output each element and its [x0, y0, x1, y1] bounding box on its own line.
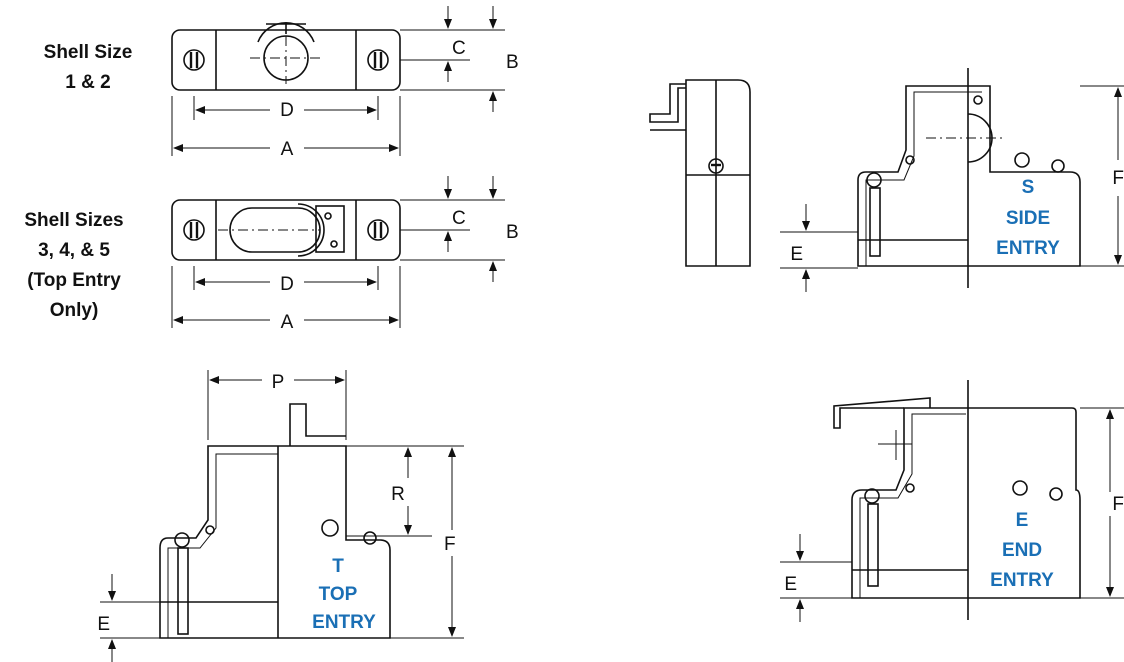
- svg-text:S: S: [1022, 177, 1035, 198]
- svg-text:D: D: [280, 274, 294, 295]
- end-entry-label: E END ENTRY: [990, 510, 1054, 591]
- svg-text:Shell Sizes: Shell Sizes: [24, 210, 123, 231]
- dimension-c-bottom: C: [444, 176, 466, 252]
- dimension-c-top: C: [444, 6, 466, 82]
- side-entry-label: S SIDE ENTRY: [996, 177, 1060, 259]
- svg-text:E: E: [784, 574, 797, 595]
- side-entry-view: [857, 68, 1124, 288]
- dimension-d-top: D: [193, 96, 379, 121]
- svg-text:SIDE: SIDE: [1006, 208, 1050, 229]
- svg-text:Only): Only): [50, 300, 99, 321]
- svg-text:ENTRY: ENTRY: [996, 238, 1060, 259]
- dimension-b-top: B: [489, 6, 519, 112]
- svg-text:A: A: [281, 312, 294, 333]
- side-elevation-view: [649, 79, 751, 267]
- svg-text:P: P: [272, 372, 285, 393]
- dimension-a-bottom: A: [171, 266, 401, 333]
- svg-text:(Top Entry: (Top Entry: [27, 270, 121, 291]
- svg-text:C: C: [452, 38, 466, 59]
- svg-text:E: E: [790, 244, 803, 265]
- dimension-f-side: F: [1112, 87, 1124, 265]
- svg-text:END: END: [1002, 540, 1042, 561]
- svg-text:C: C: [452, 208, 466, 229]
- svg-text:F: F: [1112, 494, 1124, 515]
- dimension-e-side: E: [780, 204, 858, 292]
- dimension-e-top: E: [97, 574, 160, 662]
- top-view-shell-1-2: [171, 21, 505, 91]
- svg-text:B: B: [506, 222, 519, 243]
- top-entry-label: T TOP ENTRY: [312, 556, 376, 633]
- svg-text:E: E: [97, 614, 110, 635]
- dimension-f-top: F: [444, 447, 456, 637]
- top-view-shell-3-4-5: [171, 199, 505, 261]
- shell-size-1-2-label: Shell Size 1 & 2: [44, 42, 133, 93]
- end-entry-view: [833, 380, 1124, 620]
- svg-text:TOP: TOP: [319, 584, 358, 605]
- svg-text:R: R: [391, 484, 405, 505]
- svg-text:1 & 2: 1 & 2: [65, 72, 110, 93]
- dimension-e-end: E: [780, 534, 852, 622]
- top-entry-view: [159, 403, 464, 639]
- svg-text:ENTRY: ENTRY: [312, 612, 376, 633]
- svg-text:Shell Size: Shell Size: [44, 42, 133, 63]
- svg-text:ENTRY: ENTRY: [990, 570, 1054, 591]
- svg-text:T: T: [332, 556, 344, 577]
- dimension-p: P: [207, 370, 347, 440]
- svg-text:F: F: [444, 534, 456, 555]
- dimension-f-end: F: [1106, 409, 1124, 597]
- dimension-b-bottom: B: [489, 176, 519, 282]
- svg-text:B: B: [506, 52, 519, 73]
- svg-text:D: D: [280, 100, 294, 121]
- dimension-d-bottom: D: [193, 266, 379, 295]
- shell-size-3-4-5-label: Shell Sizes 3, 4, & 5 (Top Entry Only): [24, 210, 123, 321]
- svg-text:F: F: [1112, 168, 1124, 189]
- svg-text:A: A: [281, 139, 294, 160]
- svg-text:E: E: [1016, 510, 1029, 531]
- dimension-a-top: A: [171, 96, 401, 160]
- dimension-r: R: [391, 447, 412, 535]
- svg-text:3, 4, & 5: 3, 4, & 5: [38, 240, 110, 261]
